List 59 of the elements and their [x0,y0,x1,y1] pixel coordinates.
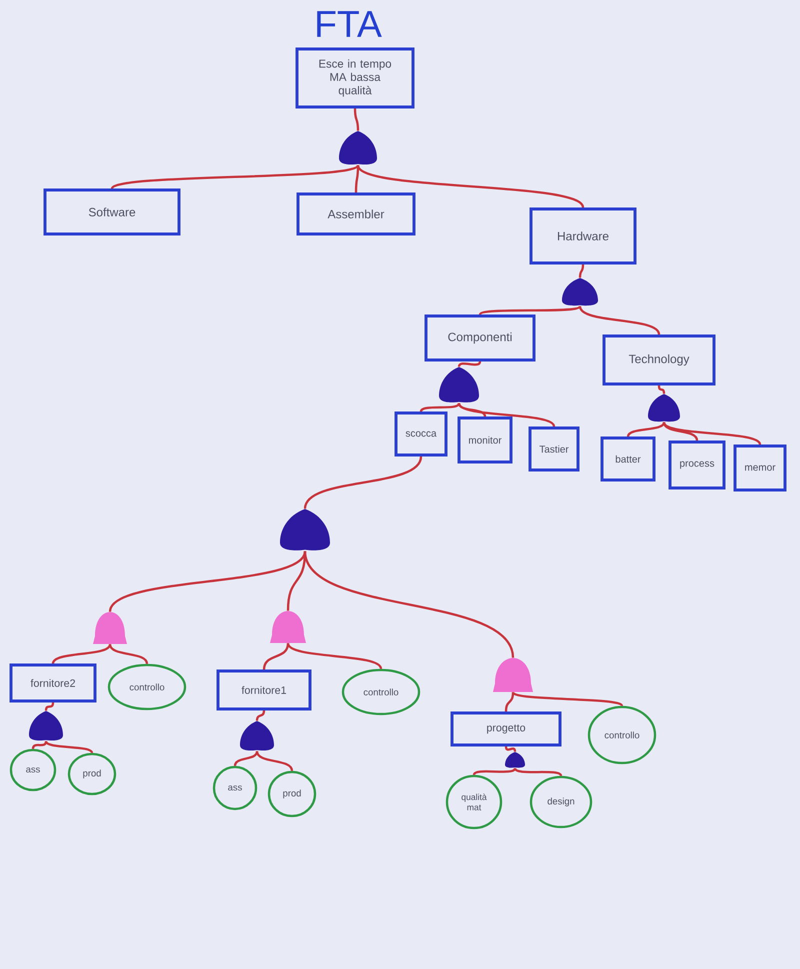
event-box: Tastier [528,426,580,472]
or-gate [439,367,479,402]
event-box: batter [600,436,656,482]
connector-line [354,108,360,131]
and-gate [270,611,306,643]
event-box: Technology [602,334,716,386]
connector-line [662,422,698,441]
connector-line [111,164,359,190]
or-gate [339,131,377,164]
connector-line [504,746,516,752]
and-gate [493,658,533,692]
connector-line [304,550,514,658]
connector-line [504,692,514,712]
event-box: fornitore1 [216,670,312,710]
event-box: memor [734,444,786,492]
event-box: Assembler [296,192,416,236]
or-gate [280,509,330,550]
connector-line [578,306,660,335]
event-box: Componenti [424,314,536,362]
connector-line [52,644,112,664]
connector-line [458,361,482,368]
connector-line [32,741,48,750]
connector-line [658,385,666,394]
connector-line [472,768,516,776]
connector-line [108,644,148,664]
title: FTA [317,11,382,37]
connector-line [626,422,666,437]
connector-line [357,164,584,208]
connector-line [479,305,581,316]
connector-line [663,422,761,446]
connector-line [44,702,54,711]
connector-line [514,768,562,776]
connector-line [256,710,266,721]
event-box: scocca [394,412,448,456]
connector-line [354,165,360,193]
or-gate [562,278,598,306]
connector-line [45,740,93,754]
connector-line [108,550,306,612]
event-box: fornitore2 [10,664,96,702]
event-box: process [668,440,726,490]
connector-line [458,402,555,428]
event-box: monitor [458,416,512,464]
event-box: Software [44,188,180,236]
event-box: Esce in tempo MA bassa qualità [296,48,414,108]
or-gate [648,394,680,422]
and-gate [93,612,127,644]
or-gate [29,711,63,741]
or-gate [240,721,274,751]
event-box: progetto [450,712,562,746]
event-box: Hardware [530,208,636,264]
connector-line [256,751,294,772]
connector-line [304,456,422,510]
or-gate [505,752,525,768]
connector-line [512,691,623,707]
connector-line [287,642,382,670]
connector-line [262,643,290,670]
connector-line [234,751,258,766]
connector-line [578,264,584,278]
connector-line [420,402,460,412]
